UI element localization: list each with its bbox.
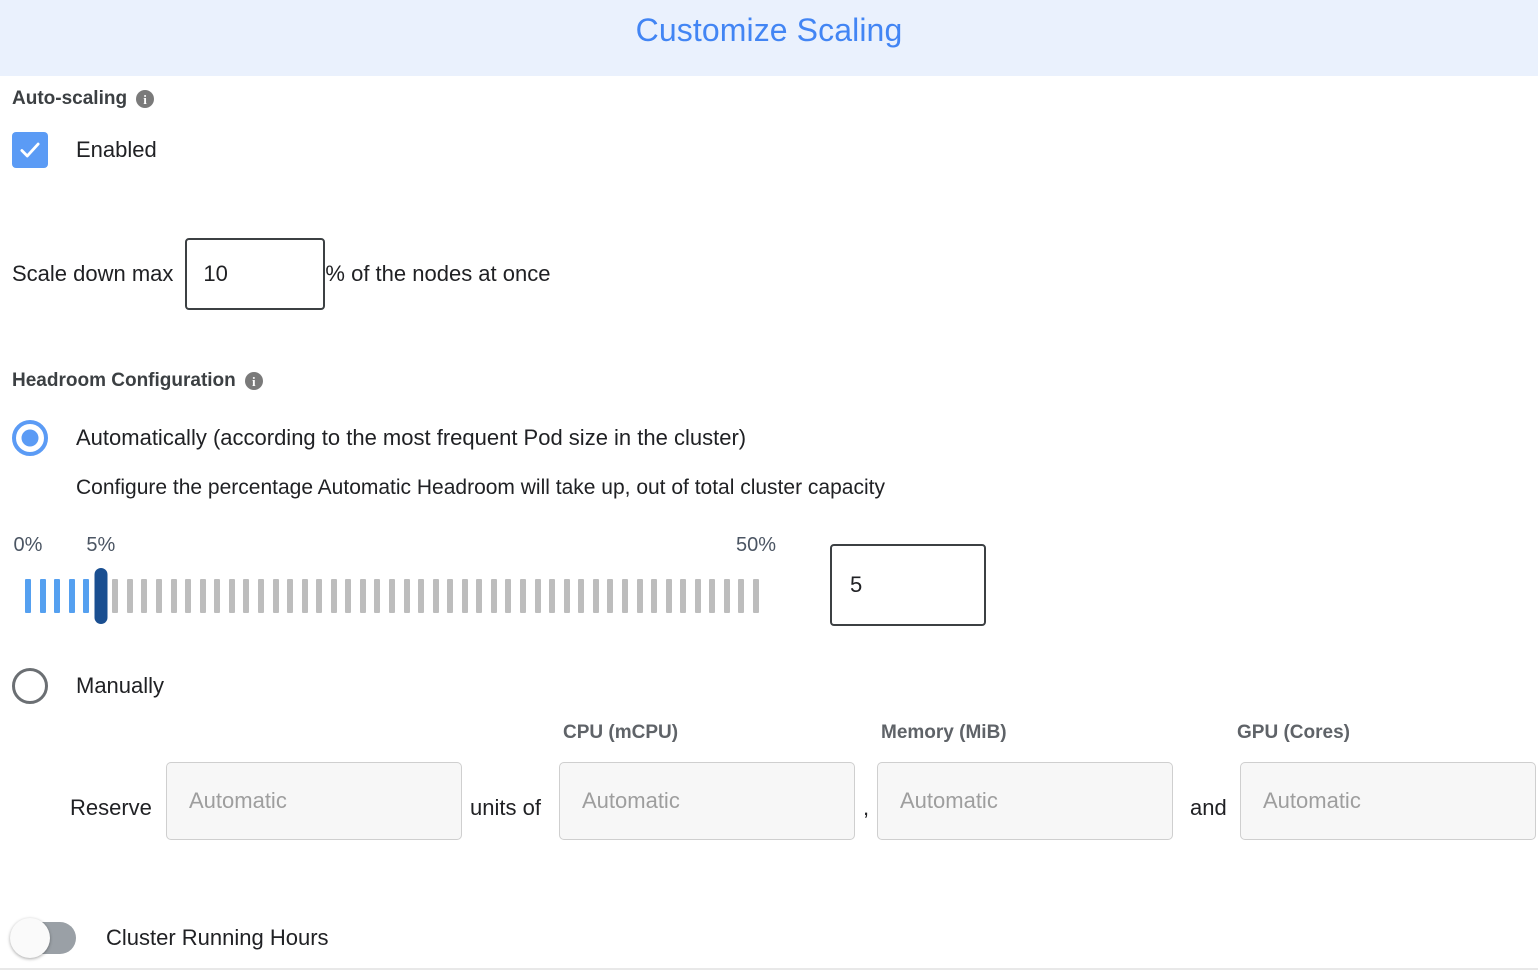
slider-tick[interactable] <box>490 579 497 613</box>
slider-tick[interactable] <box>563 579 570 613</box>
slider-tick[interactable] <box>680 579 687 613</box>
reserve-gpu-input[interactable] <box>1240 762 1536 840</box>
slider-tick[interactable] <box>39 579 46 613</box>
radio-automatic-label: Automatically (according to the most fre… <box>76 425 747 450</box>
bottom-divider <box>0 968 1538 970</box>
manual-reserve-area: CPU (mCPU) Memory (MiB) GPU (Cores) Rese… <box>12 722 1538 852</box>
scale-down-max-suffix: % of the nodes at once <box>325 261 551 286</box>
headroom-section-header: Headroom Configuration i <box>12 370 1538 392</box>
slider-tick[interactable] <box>636 579 643 613</box>
auto-scaling-label: Auto-scaling <box>12 88 128 109</box>
check-icon <box>20 142 40 158</box>
slider-tick[interactable] <box>228 579 235 613</box>
scale-down-max-row: Scale down max % of the nodes at once <box>12 238 1538 310</box>
slider-tick[interactable] <box>476 579 483 613</box>
dialog-title-bar: Customize Scaling <box>0 0 1538 76</box>
info-icon[interactable]: i <box>136 90 155 108</box>
slider-max-label: 50% <box>735 534 777 556</box>
slider-tick[interactable] <box>374 579 381 613</box>
slider-tick[interactable] <box>461 579 468 613</box>
slider-tick[interactable] <box>651 579 658 613</box>
slider-tick[interactable] <box>330 579 337 613</box>
radio-manually-label: Manually <box>76 673 165 698</box>
slider-tick[interactable] <box>25 579 31 613</box>
and-separator: and <box>1190 795 1227 820</box>
slider-min-label: 0% <box>13 534 43 556</box>
auto-scaling-enabled-row[interactable]: Enabled <box>12 132 1538 168</box>
scale-down-max-input[interactable] <box>185 238 326 310</box>
page-title: Customize Scaling <box>635 12 903 48</box>
headroom-manual-row[interactable]: Manually <box>12 668 1538 704</box>
slider-tick[interactable] <box>738 579 745 613</box>
slider-tick[interactable] <box>272 579 279 613</box>
radio-automatic[interactable] <box>12 420 48 456</box>
dialog-body: Auto-scaling i Enabled Scale down max % … <box>0 88 1538 852</box>
slider-tick[interactable] <box>141 579 148 613</box>
slider-tick[interactable] <box>156 579 163 613</box>
units-of-label: units of <box>470 795 541 820</box>
slider-tick[interactable] <box>243 579 250 613</box>
reserve-memory-input[interactable] <box>877 762 1173 840</box>
slider-tick[interactable] <box>432 579 439 613</box>
slider-tick[interactable] <box>359 579 366 613</box>
headroom-value-input[interactable] <box>830 544 986 626</box>
radio-manually[interactable] <box>12 668 48 704</box>
slider-tick[interactable] <box>112 579 119 613</box>
reserve-units-input[interactable] <box>166 762 462 840</box>
column-header-gpu: GPU (Cores) <box>1237 722 1350 743</box>
headroom-label: Headroom Configuration <box>12 370 236 391</box>
slider-tick[interactable] <box>592 579 599 613</box>
slider-tick[interactable] <box>578 579 585 613</box>
slider-thumb[interactable] <box>94 568 108 624</box>
slider-tick[interactable] <box>54 579 61 613</box>
slider-tick[interactable] <box>549 579 556 613</box>
slider-tick-labels: 0% 5% 50% <box>12 534 1538 560</box>
slider-tick[interactable] <box>126 579 133 613</box>
enabled-checkbox[interactable] <box>12 132 48 168</box>
cluster-running-hours-toggle[interactable] <box>10 918 76 958</box>
slider-tick[interactable] <box>607 579 614 613</box>
headroom-slider-block: 0% 5% 50% <box>12 534 1538 632</box>
slider-tick[interactable] <box>723 579 730 613</box>
headroom-automatic-row[interactable]: Automatically (according to the most fre… <box>12 420 1538 456</box>
slider-tick[interactable] <box>257 579 264 613</box>
auto-scaling-section-header: Auto-scaling i <box>12 88 1538 110</box>
slider-tick[interactable] <box>709 579 716 613</box>
slider-tick[interactable] <box>345 579 352 613</box>
slider-tick[interactable] <box>447 579 454 613</box>
slider-tick[interactable] <box>665 579 672 613</box>
column-header-cpu: CPU (mCPU) <box>563 722 679 743</box>
slider-tick[interactable] <box>214 579 221 613</box>
slider-tick[interactable] <box>403 579 410 613</box>
slider-tick[interactable] <box>199 579 206 613</box>
slider-tick[interactable] <box>170 579 177 613</box>
slider-tick[interactable] <box>520 579 527 613</box>
slider-tick[interactable] <box>753 579 759 613</box>
comma-separator: , <box>863 795 870 820</box>
column-header-memory: Memory (MiB) <box>881 722 1007 743</box>
scale-down-max-label: Scale down max <box>12 261 174 286</box>
slider-tick[interactable] <box>287 579 294 613</box>
slider-tick[interactable] <box>534 579 541 613</box>
slider-tick[interactable] <box>185 579 192 613</box>
slider-tick[interactable] <box>694 579 701 613</box>
cluster-running-hours-label: Cluster Running Hours <box>106 925 329 950</box>
slider-tick[interactable] <box>389 579 395 613</box>
slider-tick[interactable] <box>301 579 308 613</box>
slider-tick[interactable] <box>68 579 75 613</box>
slider-tick[interactable] <box>316 579 323 613</box>
reserve-label: Reserve <box>70 795 152 820</box>
headroom-automatic-description: Configure the percentage Automatic Headr… <box>76 476 885 499</box>
info-icon[interactable]: i <box>244 372 263 390</box>
slider-tick[interactable] <box>83 579 90 613</box>
slider-current-label: 5% <box>86 534 116 556</box>
slider-tick[interactable] <box>418 579 425 613</box>
slider-tick[interactable] <box>505 579 512 613</box>
cluster-running-hours-row[interactable]: Cluster Running Hours <box>10 918 329 958</box>
headroom-slider[interactable] <box>12 568 832 624</box>
enabled-label: Enabled <box>76 137 157 162</box>
toggle-knob <box>10 918 50 958</box>
reserve-cpu-input[interactable] <box>559 762 855 840</box>
slider-tick[interactable] <box>621 579 628 613</box>
